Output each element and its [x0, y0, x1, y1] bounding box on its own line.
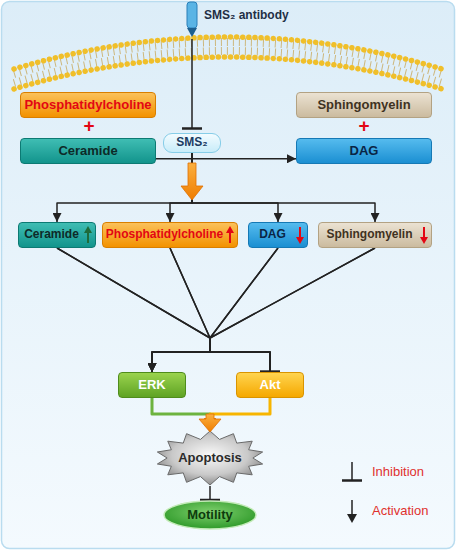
antibody-tip	[187, 28, 197, 37]
substrate-box: Phosphatidylcholine	[20, 92, 156, 118]
kinase-box: Akt	[236, 372, 304, 398]
node-text: ERK	[138, 378, 165, 392]
ellipse-shape	[164, 501, 256, 529]
arrow-shaft	[87, 232, 89, 243]
product-box: Sphingomyelin	[296, 92, 432, 118]
sample-head	[347, 514, 357, 523]
node-text: Ceramide	[24, 228, 79, 241]
kinase-box: ERK	[118, 372, 186, 398]
node-text: DAG	[350, 144, 379, 158]
sample-line	[351, 500, 353, 516]
node-text: Phosphatidylcholine	[106, 228, 223, 241]
arrow-head	[420, 237, 428, 244]
connector	[57, 248, 270, 372]
orange-arrow	[199, 414, 221, 432]
legend-entry: Activation	[372, 503, 428, 518]
node-text: Phosphatidylcholine	[24, 98, 151, 112]
down-arrow	[420, 227, 428, 244]
node-text: Motility	[187, 508, 233, 522]
node-text: Sphingomyelin	[326, 228, 412, 241]
legend-activation-sample	[347, 500, 357, 523]
legend-entry: Inhibition	[372, 464, 424, 479]
orange-arrow	[181, 163, 203, 200]
antibody-label: SMS₂ antibody	[204, 9, 289, 21]
antibody-symbol	[187, 2, 197, 37]
sample-bar	[342, 479, 362, 482]
lipid-change-box: Sphingomyelin	[318, 222, 432, 248]
inhibition-line	[191, 39, 193, 128]
inhibition-bar	[182, 127, 202, 130]
product-box: DAG	[296, 138, 432, 164]
node-text: Apoptosis	[178, 451, 242, 465]
arrow-head	[84, 226, 92, 233]
apoptosis-burst: Apoptosis	[155, 430, 265, 486]
legend-text: Inhibition	[372, 464, 424, 479]
arrow-shaft	[423, 227, 425, 238]
node-text: Akt	[260, 378, 281, 392]
outcome-ellipse: Motility	[163, 500, 257, 530]
antibody-body	[187, 2, 197, 28]
connector	[209, 486, 211, 500]
connector	[57, 248, 210, 372]
substrate-box: Ceramide	[20, 138, 156, 164]
lipid-change-box: Phosphatidylcholine	[102, 222, 238, 248]
connector	[152, 248, 278, 372]
arrow-head	[296, 237, 304, 244]
connector	[210, 398, 270, 430]
down-arrow	[296, 227, 304, 244]
connector	[210, 248, 375, 372]
connector	[152, 398, 210, 430]
lipid-heads	[14, 57, 442, 89]
sample-line	[351, 462, 353, 480]
connector	[156, 158, 296, 160]
arrow-head	[226, 226, 234, 233]
up-arrow	[226, 226, 234, 243]
legend-text: Activation	[372, 503, 428, 518]
up-arrow	[84, 226, 92, 243]
plus-sign: +	[82, 116, 96, 135]
plus-sign: +	[357, 116, 371, 135]
connector	[152, 248, 375, 372]
arrow-shaft	[229, 232, 231, 243]
arrow-shaft	[299, 227, 301, 238]
node-text: DAG	[259, 228, 286, 241]
connector	[210, 248, 278, 372]
node-text: Ceramide	[58, 144, 117, 158]
connector	[152, 248, 210, 372]
burst-shape	[157, 431, 262, 485]
connector	[192, 153, 278, 222]
lipid-heads	[14, 37, 442, 69]
lipid-change-box: Ceramide	[18, 222, 96, 248]
node-text: Sphingomyelin	[317, 98, 410, 112]
node-text: SMS₂	[176, 136, 207, 149]
legend-inhibition-sample	[342, 462, 362, 481]
connector	[170, 248, 270, 372]
lipid-tails	[14, 51, 442, 83]
enzyme-box: SMS₂	[163, 133, 221, 153]
